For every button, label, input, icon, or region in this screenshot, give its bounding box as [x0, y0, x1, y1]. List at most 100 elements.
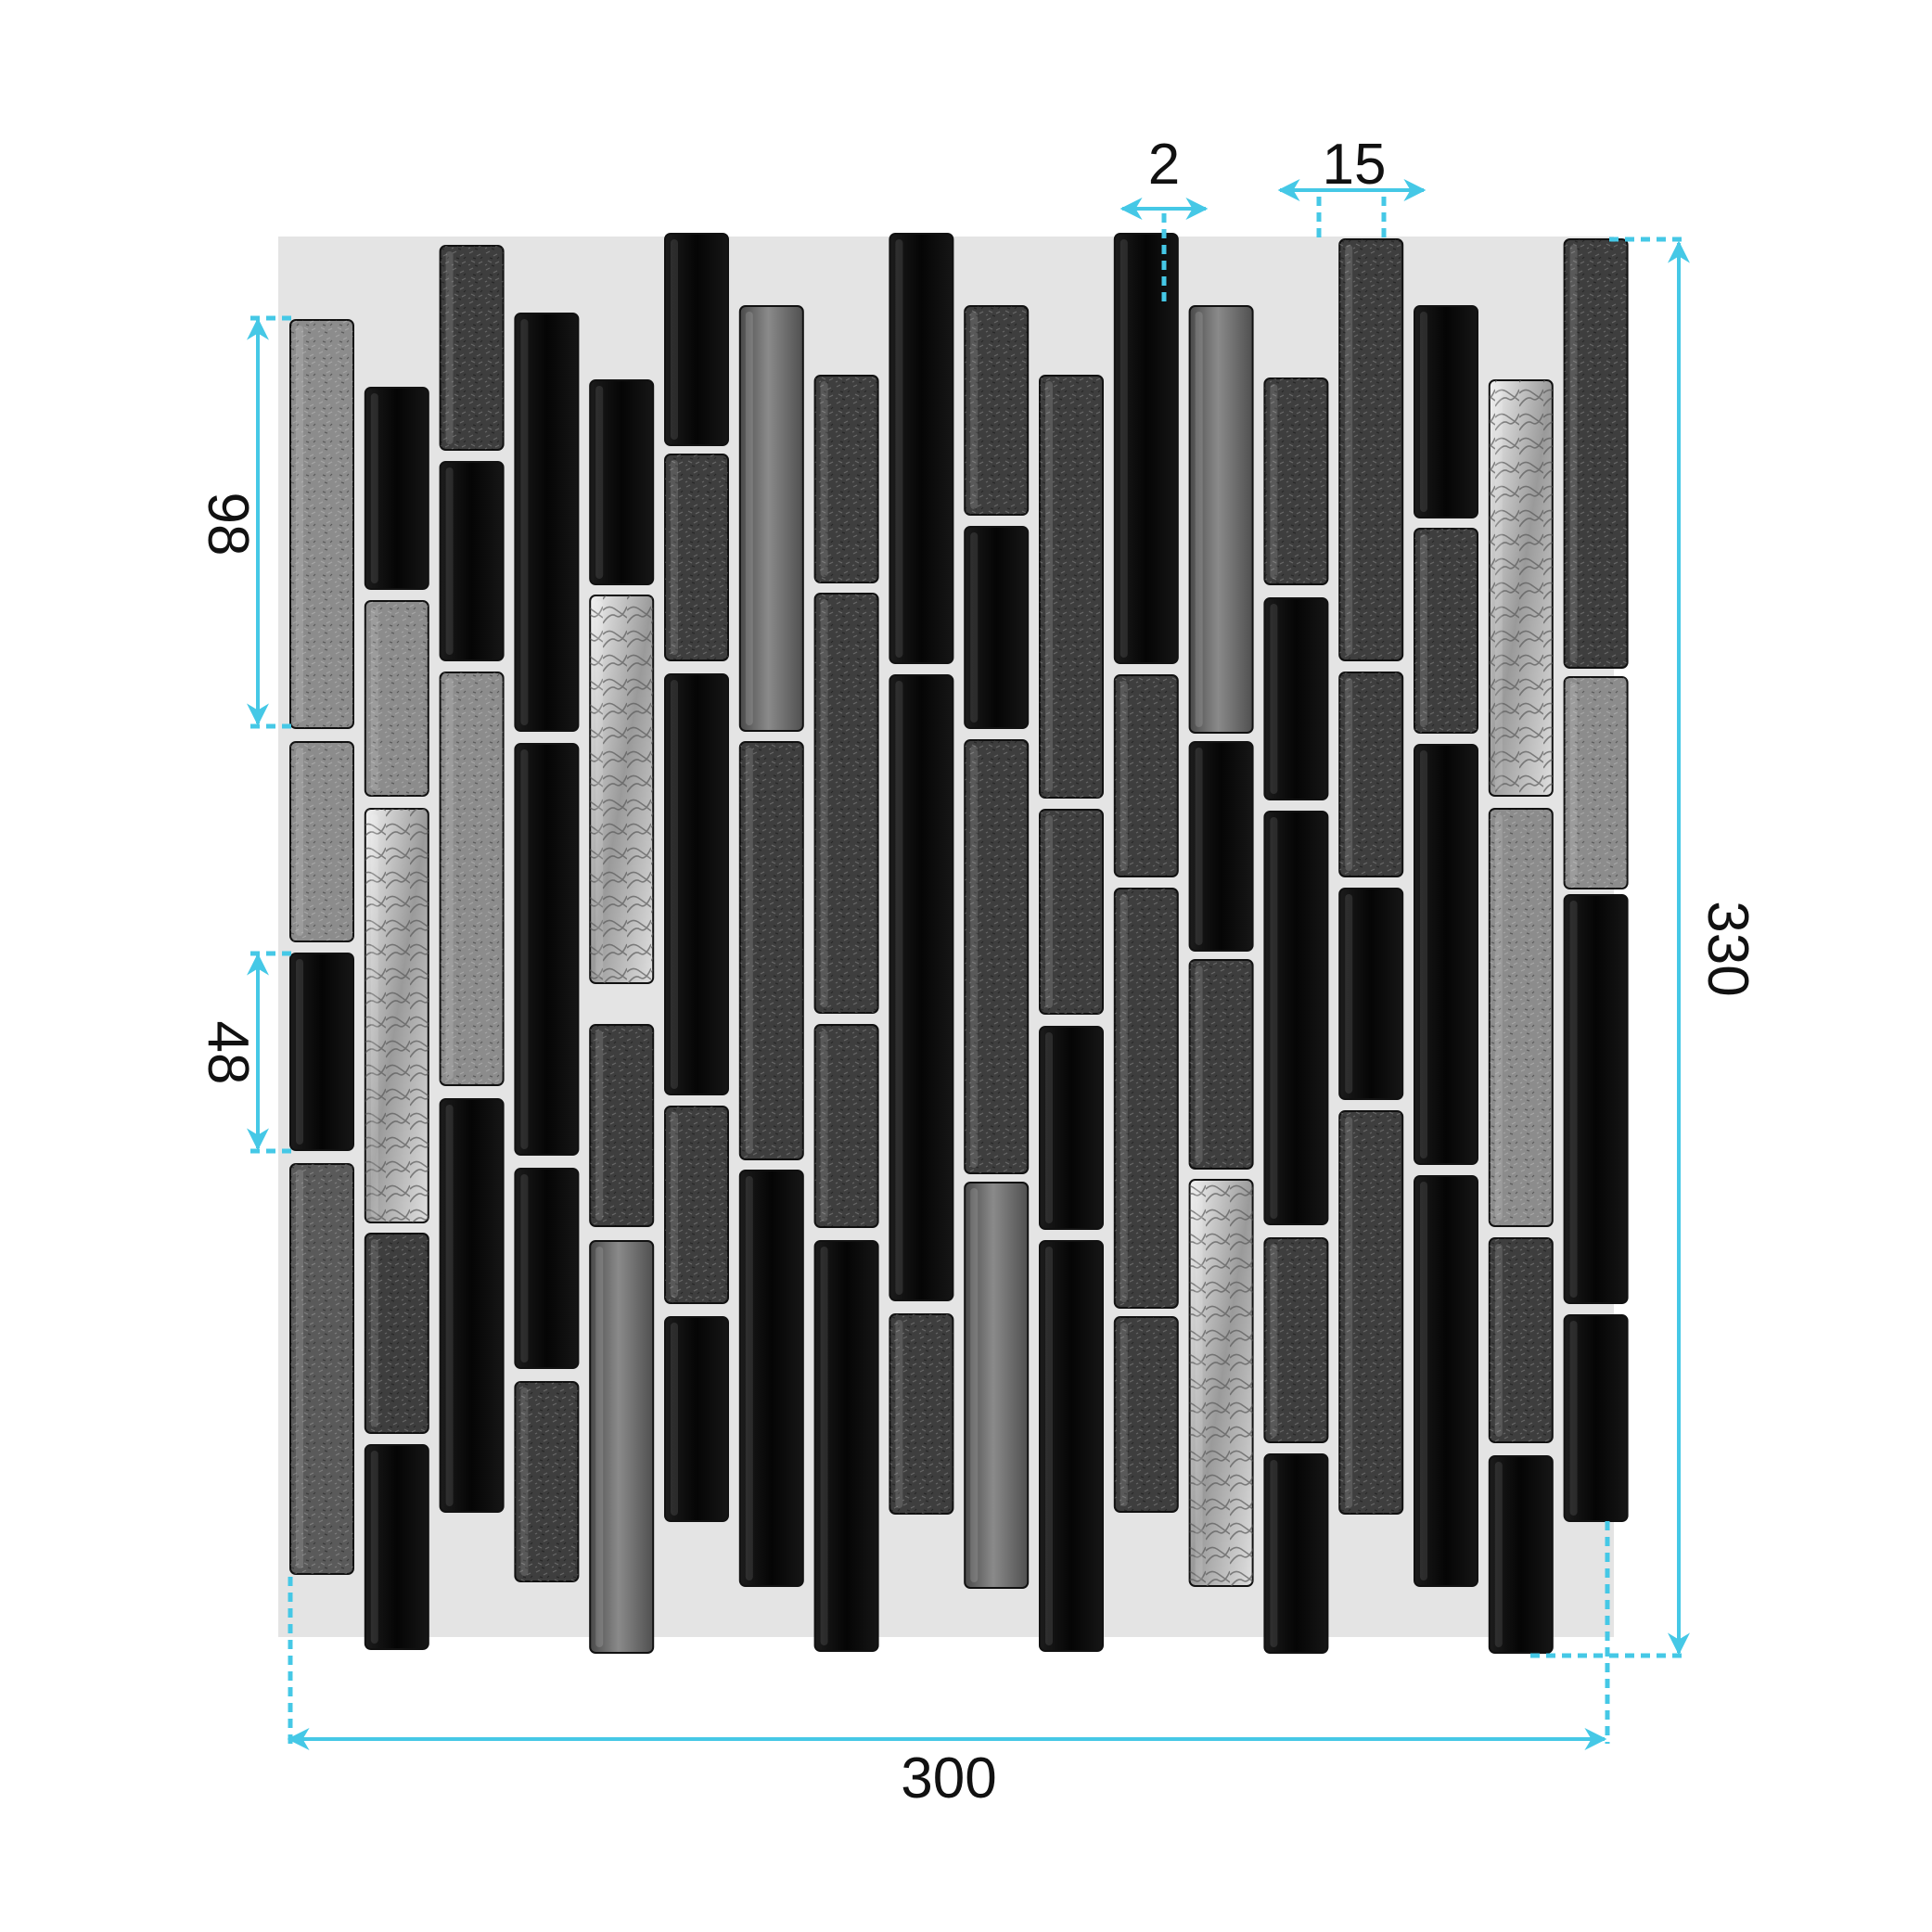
tile-highlight — [745, 748, 753, 1154]
tile-smoke-glass — [1188, 305, 1254, 734]
tile-black-glass — [364, 1444, 429, 1650]
tile-highlight — [445, 678, 454, 1080]
tile-black-glass — [664, 1316, 729, 1522]
tile-foil-overlay — [365, 809, 429, 1222]
tile-foil-overlay — [590, 595, 654, 983]
tile-smoke-glass — [589, 1240, 655, 1654]
total-width-label: 300 — [901, 1746, 996, 1810]
tile-texture-overlay — [814, 376, 878, 582]
tile-black-glass — [664, 673, 729, 1095]
tile-foil-overlay — [1189, 1180, 1253, 1586]
tile-highlight — [1569, 245, 1578, 662]
tile-highlight — [1270, 604, 1278, 794]
tile-texture-overlay — [965, 740, 1029, 1173]
tile-highlight — [370, 814, 378, 1217]
tile-black-glass — [589, 379, 655, 585]
tile-black-glass — [1263, 597, 1329, 800]
tile-texture-overlay — [889, 1314, 953, 1514]
tile-highlight — [1120, 681, 1128, 871]
dimension-guides — [247, 179, 1690, 1750]
tile-texture-overlay — [440, 246, 504, 450]
tile-texture-overlay — [1489, 809, 1553, 1226]
tile-highlight — [1420, 534, 1427, 727]
tile-highlight — [1345, 245, 1353, 655]
tile-highlight — [895, 239, 903, 658]
tile-highlight — [296, 326, 303, 723]
tile-texture-overlay — [1114, 675, 1178, 876]
tile-texture-overlay — [290, 320, 353, 728]
tile-highlight — [520, 1388, 529, 1576]
tile-black-glass — [964, 526, 1030, 729]
tile-highlight — [1045, 815, 1053, 1008]
tile-black-glass — [813, 1240, 879, 1652]
tile-highlight — [1120, 1323, 1128, 1506]
tile-highlight — [1569, 1321, 1578, 1516]
tile-black-glass — [1263, 811, 1329, 1225]
tile-highlight — [1420, 750, 1427, 1158]
tile-highlight — [1045, 381, 1053, 792]
tile-black-glass — [664, 233, 729, 446]
tile-highlight — [820, 599, 828, 1007]
tile-black-glass — [1414, 305, 1478, 518]
tile-highlight — [820, 1030, 828, 1222]
tile-black-glass — [1414, 744, 1478, 1165]
tile-highlight — [820, 1247, 828, 1645]
tile-texture-overlay — [1414, 529, 1478, 733]
tile-highlight — [745, 312, 753, 725]
tile-black-glass — [514, 743, 580, 1156]
tile-texture-overlay — [365, 1234, 429, 1433]
tile-black-glass — [364, 387, 429, 590]
gap-label: 2 — [1148, 133, 1180, 197]
tile-black-glass — [289, 953, 354, 1151]
tile-highlight — [1120, 239, 1128, 658]
tile-black-glass — [1338, 888, 1404, 1100]
tile-highlight — [895, 1320, 903, 1508]
tile-highlight — [1270, 1244, 1278, 1437]
tile-highlight — [1494, 386, 1503, 790]
tile-highlight — [1270, 817, 1278, 1219]
tile-highlight — [1270, 384, 1278, 579]
tile-texture-overlay — [1040, 810, 1103, 1014]
total-height-label: 330 — [1695, 901, 1759, 996]
tile-highlight — [370, 1239, 378, 1427]
tile-highlight — [1195, 1185, 1203, 1580]
tile-black-glass — [514, 313, 580, 732]
tile-texture-overlay — [814, 594, 878, 1013]
tile-highlight — [595, 1030, 604, 1221]
tile-texture-overlay — [1114, 889, 1178, 1308]
tile-highlight — [970, 1188, 979, 1582]
tile-texture-overlay — [1114, 1317, 1178, 1512]
tile-black-glass — [1039, 1240, 1104, 1652]
tile-highlight — [970, 532, 979, 723]
strip-width-label: 15 — [1323, 133, 1387, 197]
tile-texture-overlay — [1264, 1238, 1328, 1442]
tile-black-glass — [1188, 741, 1254, 952]
tile-highlight — [296, 748, 303, 936]
tile-black-glass — [1414, 1175, 1478, 1587]
tile-texture-overlay — [1489, 1238, 1553, 1442]
tile-black-glass — [1263, 1453, 1329, 1654]
tile-highlight — [671, 1112, 678, 1298]
tile-texture-overlay — [665, 454, 728, 660]
tile-black-glass — [514, 1168, 580, 1369]
tile-highlight — [520, 319, 529, 725]
tile-long-label: 98 — [196, 493, 260, 557]
tile-highlight — [895, 681, 903, 1295]
tile-highlight — [820, 381, 828, 577]
tile-texture-overlay — [1339, 672, 1403, 876]
tile-texture-overlay — [814, 1025, 878, 1227]
tile-black-glass — [889, 233, 954, 664]
tile-black-glass — [1488, 1455, 1554, 1654]
tile-smoke-glass — [738, 305, 804, 732]
tile-highlight — [595, 1247, 604, 1647]
tile-texture-overlay — [290, 1164, 353, 1574]
tile-highlight — [1494, 1244, 1503, 1437]
tile-highlight — [1045, 1247, 1053, 1645]
tile-texture-overlay — [1040, 376, 1103, 798]
tile-texture-overlay — [1339, 239, 1403, 660]
tile-highlight — [296, 959, 303, 1145]
tile-highlight — [1270, 1460, 1278, 1647]
tile-highlight — [370, 607, 378, 790]
tile-texture-overlay — [365, 601, 429, 796]
